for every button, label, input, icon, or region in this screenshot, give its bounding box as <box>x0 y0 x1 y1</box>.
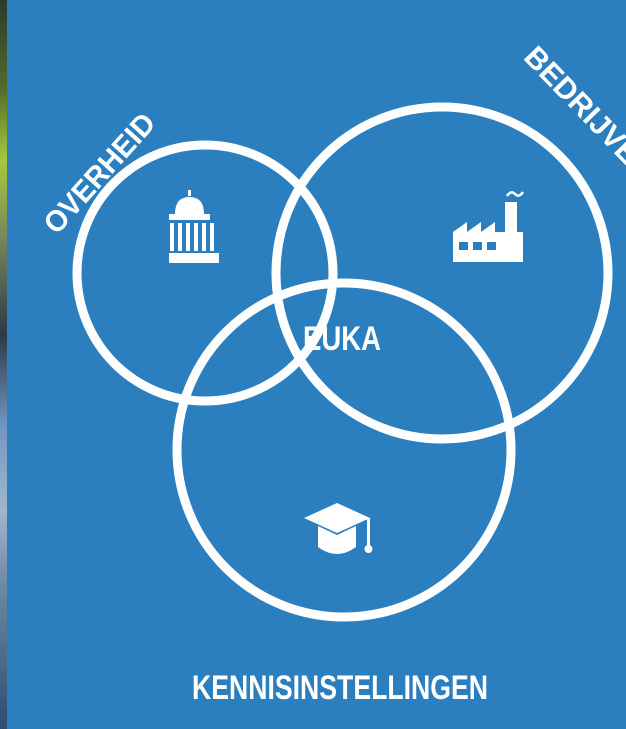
knowledge-label: KENNISINSTELLINGEN <box>192 669 488 707</box>
intersection-label: EUKA <box>303 320 381 358</box>
factory-icon <box>453 191 525 262</box>
government-circle <box>72 140 338 406</box>
graduation-cap-icon <box>304 503 373 554</box>
capitol-building-icon <box>169 190 219 263</box>
government-label: OVERHEID <box>37 107 162 241</box>
venn-diagram-panel: OVERHEID BEDRIJVEN KENNISINSTELLINGEN EU… <box>7 0 626 729</box>
left-photo-strip <box>0 0 7 729</box>
business-circle <box>271 102 613 444</box>
knowledge-circle <box>172 278 516 622</box>
venn-diagram: OVERHEID BEDRIJVEN KENNISINSTELLINGEN EU… <box>37 40 626 707</box>
